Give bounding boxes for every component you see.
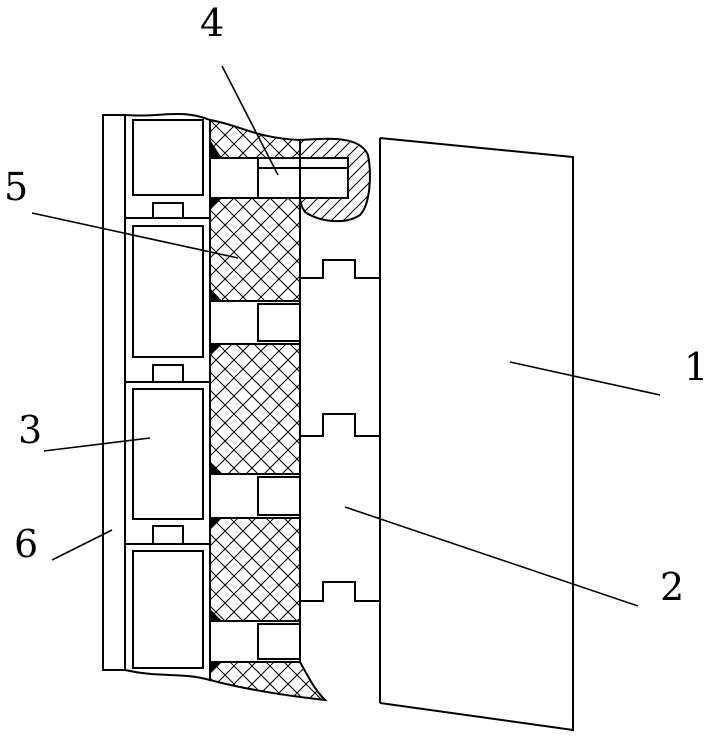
part-5-block-2 (210, 344, 300, 474)
part-5-block-bottom (210, 662, 325, 700)
part-5-block-top (210, 120, 300, 158)
part-2-tooth-1 (300, 260, 380, 278)
leader-1 (510, 362, 660, 395)
leader-2 (345, 507, 638, 606)
pin-4 (258, 624, 300, 659)
part-3-frame (125, 114, 210, 680)
tab-3a (133, 203, 203, 218)
part-5-block-3 (210, 518, 300, 621)
pin-housing-2 (210, 301, 300, 344)
part-4-cap (300, 139, 370, 221)
part-3-block-4 (133, 551, 203, 668)
part-1-body (380, 138, 573, 730)
label-6: 6 (14, 522, 38, 566)
part-3-block-2 (133, 226, 203, 357)
label-2: 2 (660, 565, 684, 609)
pin-housing-3 (210, 474, 300, 518)
part-3-block-1 (133, 120, 203, 195)
pin-housing-1 (210, 158, 300, 198)
leader-3 (44, 438, 150, 451)
part-2-tooth-3 (300, 582, 380, 601)
leader-5 (32, 213, 238, 258)
label-4: 4 (200, 1, 224, 45)
label-1: 1 (684, 345, 707, 389)
label-3: 3 (18, 408, 42, 452)
pin-3 (258, 477, 300, 515)
part-5-block-1 (210, 198, 300, 301)
tab-3c (133, 526, 203, 544)
pin-2 (258, 304, 300, 341)
part-2-tooth-2 (300, 414, 380, 436)
tab-3b (133, 365, 203, 382)
part-3-block-3 (133, 389, 203, 519)
label-5: 5 (4, 165, 28, 209)
pin-housing-4 (210, 621, 300, 662)
part-6-plate (103, 115, 125, 670)
